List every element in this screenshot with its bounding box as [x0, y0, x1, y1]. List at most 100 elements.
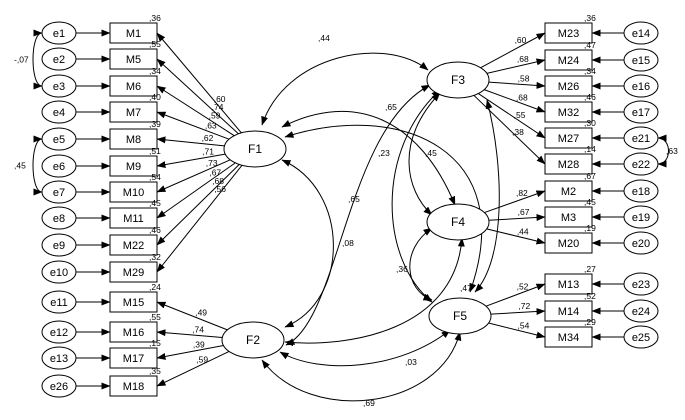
indicator-label-m17: M17 [123, 353, 144, 365]
loading-label-m18: ,59 [196, 354, 208, 364]
error-label-e13: e13 [50, 353, 68, 365]
corr-f1-f3 [261, 52, 429, 126]
error-cov-label-e5-e7: ,45 [14, 161, 26, 171]
r2-label-m13: ,27 [584, 264, 596, 274]
loading-path-m23 [480, 32, 546, 69]
loading-label-m34: ,54 [518, 321, 530, 331]
loading-path-m16 [156, 329, 223, 338]
indicator-label-m10: M10 [123, 187, 144, 199]
loading-path-m1 [156, 32, 242, 134]
error-label-e3: e3 [53, 81, 65, 93]
factor-label-f2: F2 [246, 333, 260, 347]
error-label-e14: e14 [632, 28, 650, 40]
indicator-label-m13: M13 [558, 279, 579, 291]
r2-label-m34: ,29 [584, 317, 596, 327]
corr-f1-f2 [281, 159, 334, 328]
indicator-label-m26: M26 [558, 81, 579, 93]
loading-label-m28: ,38 [512, 127, 524, 137]
indicator-label-m15: M15 [123, 297, 144, 309]
error-cov-e21-e22 [657, 134, 669, 168]
indicator-label-m20: M20 [558, 238, 579, 250]
loading-path-m7 [156, 111, 230, 140]
error-label-e23: e23 [632, 279, 650, 291]
factor-node-f5 [428, 297, 492, 335]
corr-f3-f4 [408, 92, 441, 216]
loading-path-m17 [156, 345, 224, 360]
indicator-label-m24: M24 [558, 55, 579, 67]
r2-label-m22: ,46 [149, 225, 161, 235]
factor-node-f2 [221, 321, 285, 359]
loading-path-m34 [488, 322, 546, 339]
error-cov-e1-e3 [32, 29, 43, 90]
error-label-e21: e21 [632, 133, 650, 145]
factor-node-f1 [223, 130, 287, 168]
indicator-label-m29: M29 [123, 267, 144, 279]
loading-path-m14 [490, 308, 546, 315]
loading-label-m8: ,62 [202, 133, 214, 143]
indicator-label-m9: M9 [126, 161, 141, 173]
loading-path-m10 [156, 159, 231, 193]
error-label-e18: e18 [632, 186, 650, 198]
indicator-label-m6: M6 [126, 81, 141, 93]
indicator-label-m32: M32 [558, 107, 579, 119]
error-label-e9: e9 [53, 240, 65, 252]
loading-label-m29: ,56 [214, 184, 226, 194]
loading-label-m17: ,39 [193, 340, 205, 350]
loading-path-m29 [156, 165, 243, 273]
corr-f4-f5 [409, 227, 433, 301]
corr-label-f5-f2: ,03 [405, 357, 417, 367]
loading-label-m15: ,49 [195, 308, 207, 318]
loading-label-m1: ,60 [214, 94, 226, 104]
corr-label-f3-f2: ,65 [348, 194, 360, 204]
r2-label-m24: ,47 [584, 40, 596, 50]
factor-node-f3 [426, 61, 490, 99]
indicator-label-m34: M34 [558, 332, 579, 344]
error-cov-e5-e7 [32, 135, 43, 196]
error-label-e26: e26 [50, 381, 68, 393]
error-label-e15: e15 [632, 55, 650, 67]
error-label-e17: e17 [632, 107, 650, 119]
error-label-e1: e1 [53, 28, 65, 40]
error-cov-label-e21-e22: ,63 [666, 146, 678, 156]
indicator-label-m2: M2 [561, 186, 576, 198]
corr-label-f2-f5: ,69 [363, 398, 375, 408]
error-label-e22: e22 [632, 159, 650, 171]
indicator-label-m27: M27 [558, 133, 579, 145]
error-label-e25: e25 [632, 332, 650, 344]
error-label-e19: e19 [632, 212, 650, 224]
error-label-e8: e8 [53, 213, 65, 225]
r2-label-m14: ,52 [584, 291, 596, 301]
corr-label-f1-f3: ,44 [318, 33, 330, 43]
loading-label-m26: ,58 [518, 74, 530, 84]
factor-label-f1: F1 [248, 142, 262, 156]
corr-f3-f2 [285, 84, 431, 346]
r2-label-m29: ,32 [149, 252, 161, 262]
loading-label-m22: ,68 [212, 176, 224, 186]
loading-path-m8 [156, 136, 225, 147]
corr-label-f1-f2: ,08 [342, 238, 354, 248]
error-label-e5: e5 [53, 134, 65, 146]
indicator-label-m23: M23 [558, 28, 579, 40]
loading-label-m14: ,72 [518, 301, 530, 311]
loading-label-m13: ,52 [517, 281, 529, 291]
error-label-e11: e11 [50, 297, 68, 309]
loading-path-m2 [484, 190, 546, 214]
r2-label-m9: ,51 [149, 146, 161, 156]
r2-label-m27: ,30 [584, 118, 596, 128]
corr-label-f3-f5: ,23 [378, 148, 390, 158]
loading-label-m5: ,74 [212, 102, 224, 112]
loading-path-m15 [156, 301, 228, 331]
